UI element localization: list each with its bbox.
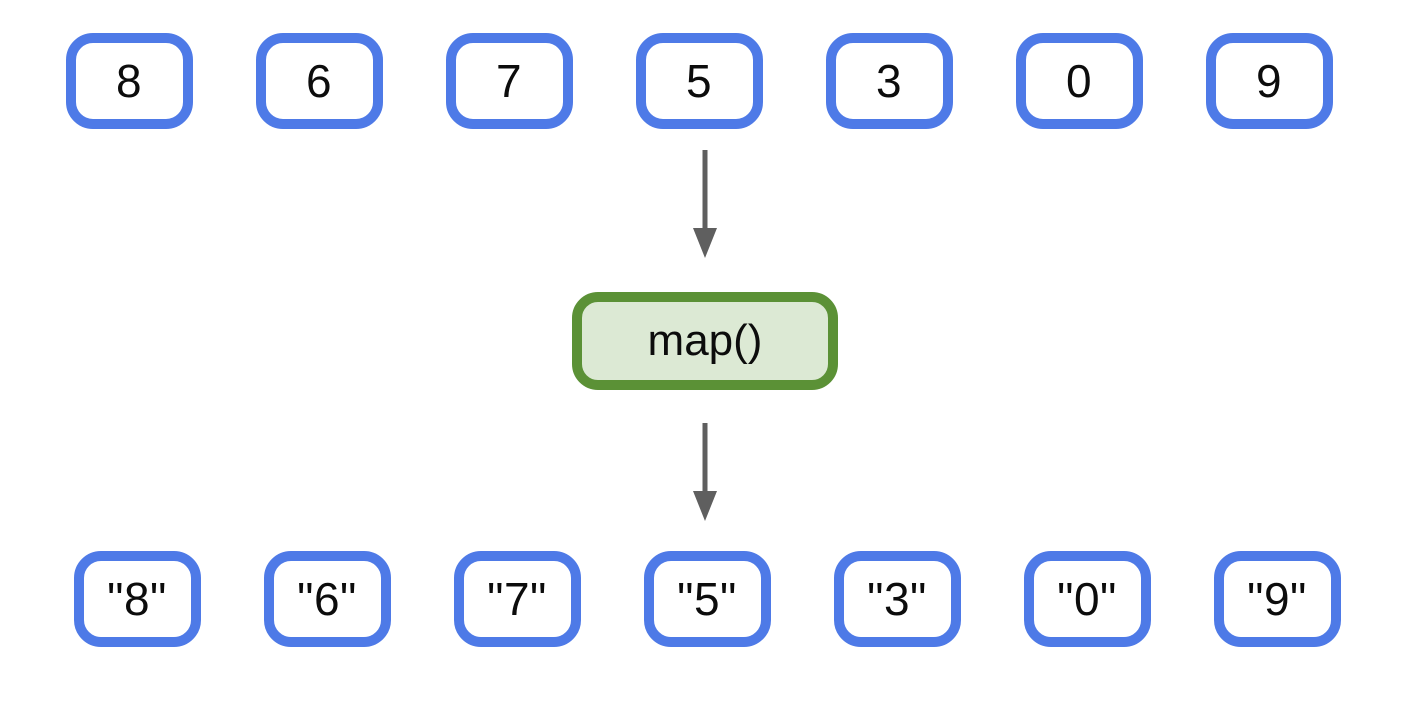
output-item-box: "5" [643,551,771,647]
arrow-band-bottom [0,423,1422,521]
input-item-value: 7 [495,55,523,107]
output-item-value: "8" [107,573,167,625]
arrow-band-top [0,150,1422,258]
output-item-box: "8" [73,551,201,647]
output-item-value: "6" [297,573,357,625]
output-row-band: "8" "6" "7" "5" "3" "0" "9" [0,551,1422,647]
input-item-value: 9 [1255,55,1283,107]
input-item-box: 7 [445,33,573,129]
output-item-value: "0" [1057,573,1117,625]
input-item-value: 5 [685,55,713,107]
output-item-box: "3" [833,551,961,647]
input-list-row: 8 6 7 5 3 0 9 [65,33,1333,129]
output-item-box: "9" [1213,551,1341,647]
input-item-value: 3 [875,55,903,107]
input-item-value: 6 [305,55,333,107]
input-item-box: 0 [1015,33,1143,129]
input-item-box: 6 [255,33,383,129]
map-function-label: map() [647,316,763,365]
output-item-box: "7" [453,551,581,647]
down-arrow-icon [693,423,717,521]
output-item-value: "5" [677,573,737,625]
output-item-value: "9" [1247,573,1307,625]
output-item-box: "6" [263,551,391,647]
output-item-value: "7" [487,573,547,625]
input-item-value: 0 [1065,55,1093,107]
map-function-box: map() [572,292,838,390]
input-row-band: 8 6 7 5 3 0 9 [0,33,1422,129]
input-item-box: 5 [635,33,763,129]
down-arrow-icon [693,150,717,258]
input-item-box: 9 [1205,33,1333,129]
input-item-value: 8 [115,55,143,107]
output-list-row: "8" "6" "7" "5" "3" "0" "9" [73,551,1341,647]
input-item-box: 8 [65,33,193,129]
output-item-box: "0" [1023,551,1151,647]
input-item-box: 3 [825,33,953,129]
function-band: map() [0,292,1422,390]
output-item-value: "3" [867,573,927,625]
